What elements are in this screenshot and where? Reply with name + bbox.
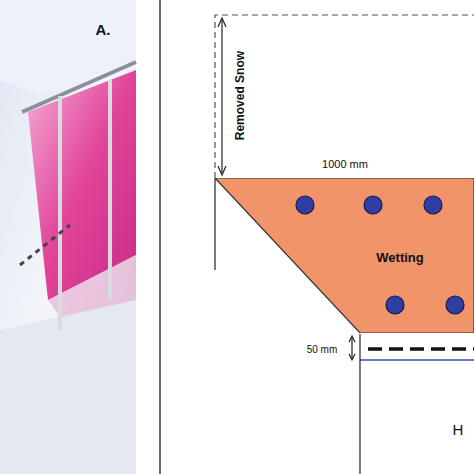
- dimension-label: Removed Snow: [234, 51, 247, 140]
- wetting-front-region: Wetting: [215, 178, 474, 333]
- sensor-dot: [424, 196, 442, 214]
- sensor-dot: [386, 296, 404, 314]
- dimension-arrowheads: [218, 18, 226, 175]
- base-line: [360, 359, 474, 361]
- sensor-dot: [296, 196, 314, 214]
- pit-wall: [359, 334, 360, 474]
- snow-photo: [0, 0, 136, 474]
- sensor-dashes: [368, 347, 474, 351]
- panel-border: [159, 0, 161, 474]
- wetting-region: [215, 178, 474, 333]
- pit-wall: [214, 178, 215, 270]
- sensor-row: [20, 225, 70, 265]
- dimension-line: [221, 20, 222, 173]
- removed-snow-outline: [215, 15, 474, 178]
- sensor-dot: [364, 196, 382, 214]
- region-label: Wetting: [376, 250, 423, 265]
- sensor-dot: [446, 296, 464, 314]
- dimension-arrowheads: [349, 336, 355, 360]
- frame-leg: [108, 80, 112, 300]
- region-label: H: [453, 422, 464, 439]
- frame-bar: [22, 62, 136, 112]
- dimension-label: 1000 mm: [322, 158, 368, 170]
- panel-letter: A.: [96, 22, 111, 39]
- dimension-line: [351, 337, 352, 359]
- frame-leg: [58, 96, 62, 330]
- snow-floor: [0, 300, 136, 474]
- dimension-label: 50 mm: [307, 344, 338, 355]
- wetting-shape: [215, 178, 474, 333]
